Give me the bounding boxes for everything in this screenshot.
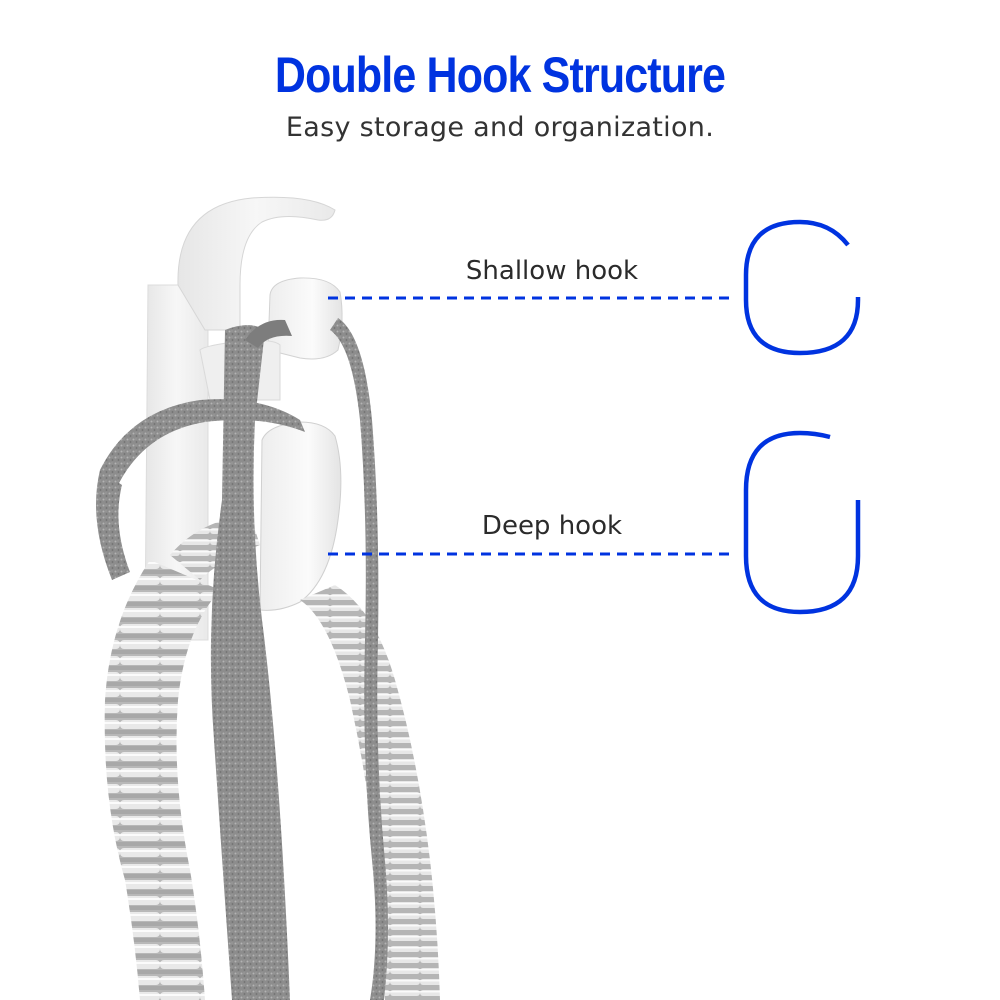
page-subtitle: Easy storage and organization. [285,112,715,143]
hook-mount [144,196,343,641]
shallow-hook-label: Shallow hook [465,256,639,286]
page-title: Double Hook Structure [274,47,726,103]
deep-hook-label: Deep hook [481,511,623,541]
fabric-straps [96,318,388,1000]
